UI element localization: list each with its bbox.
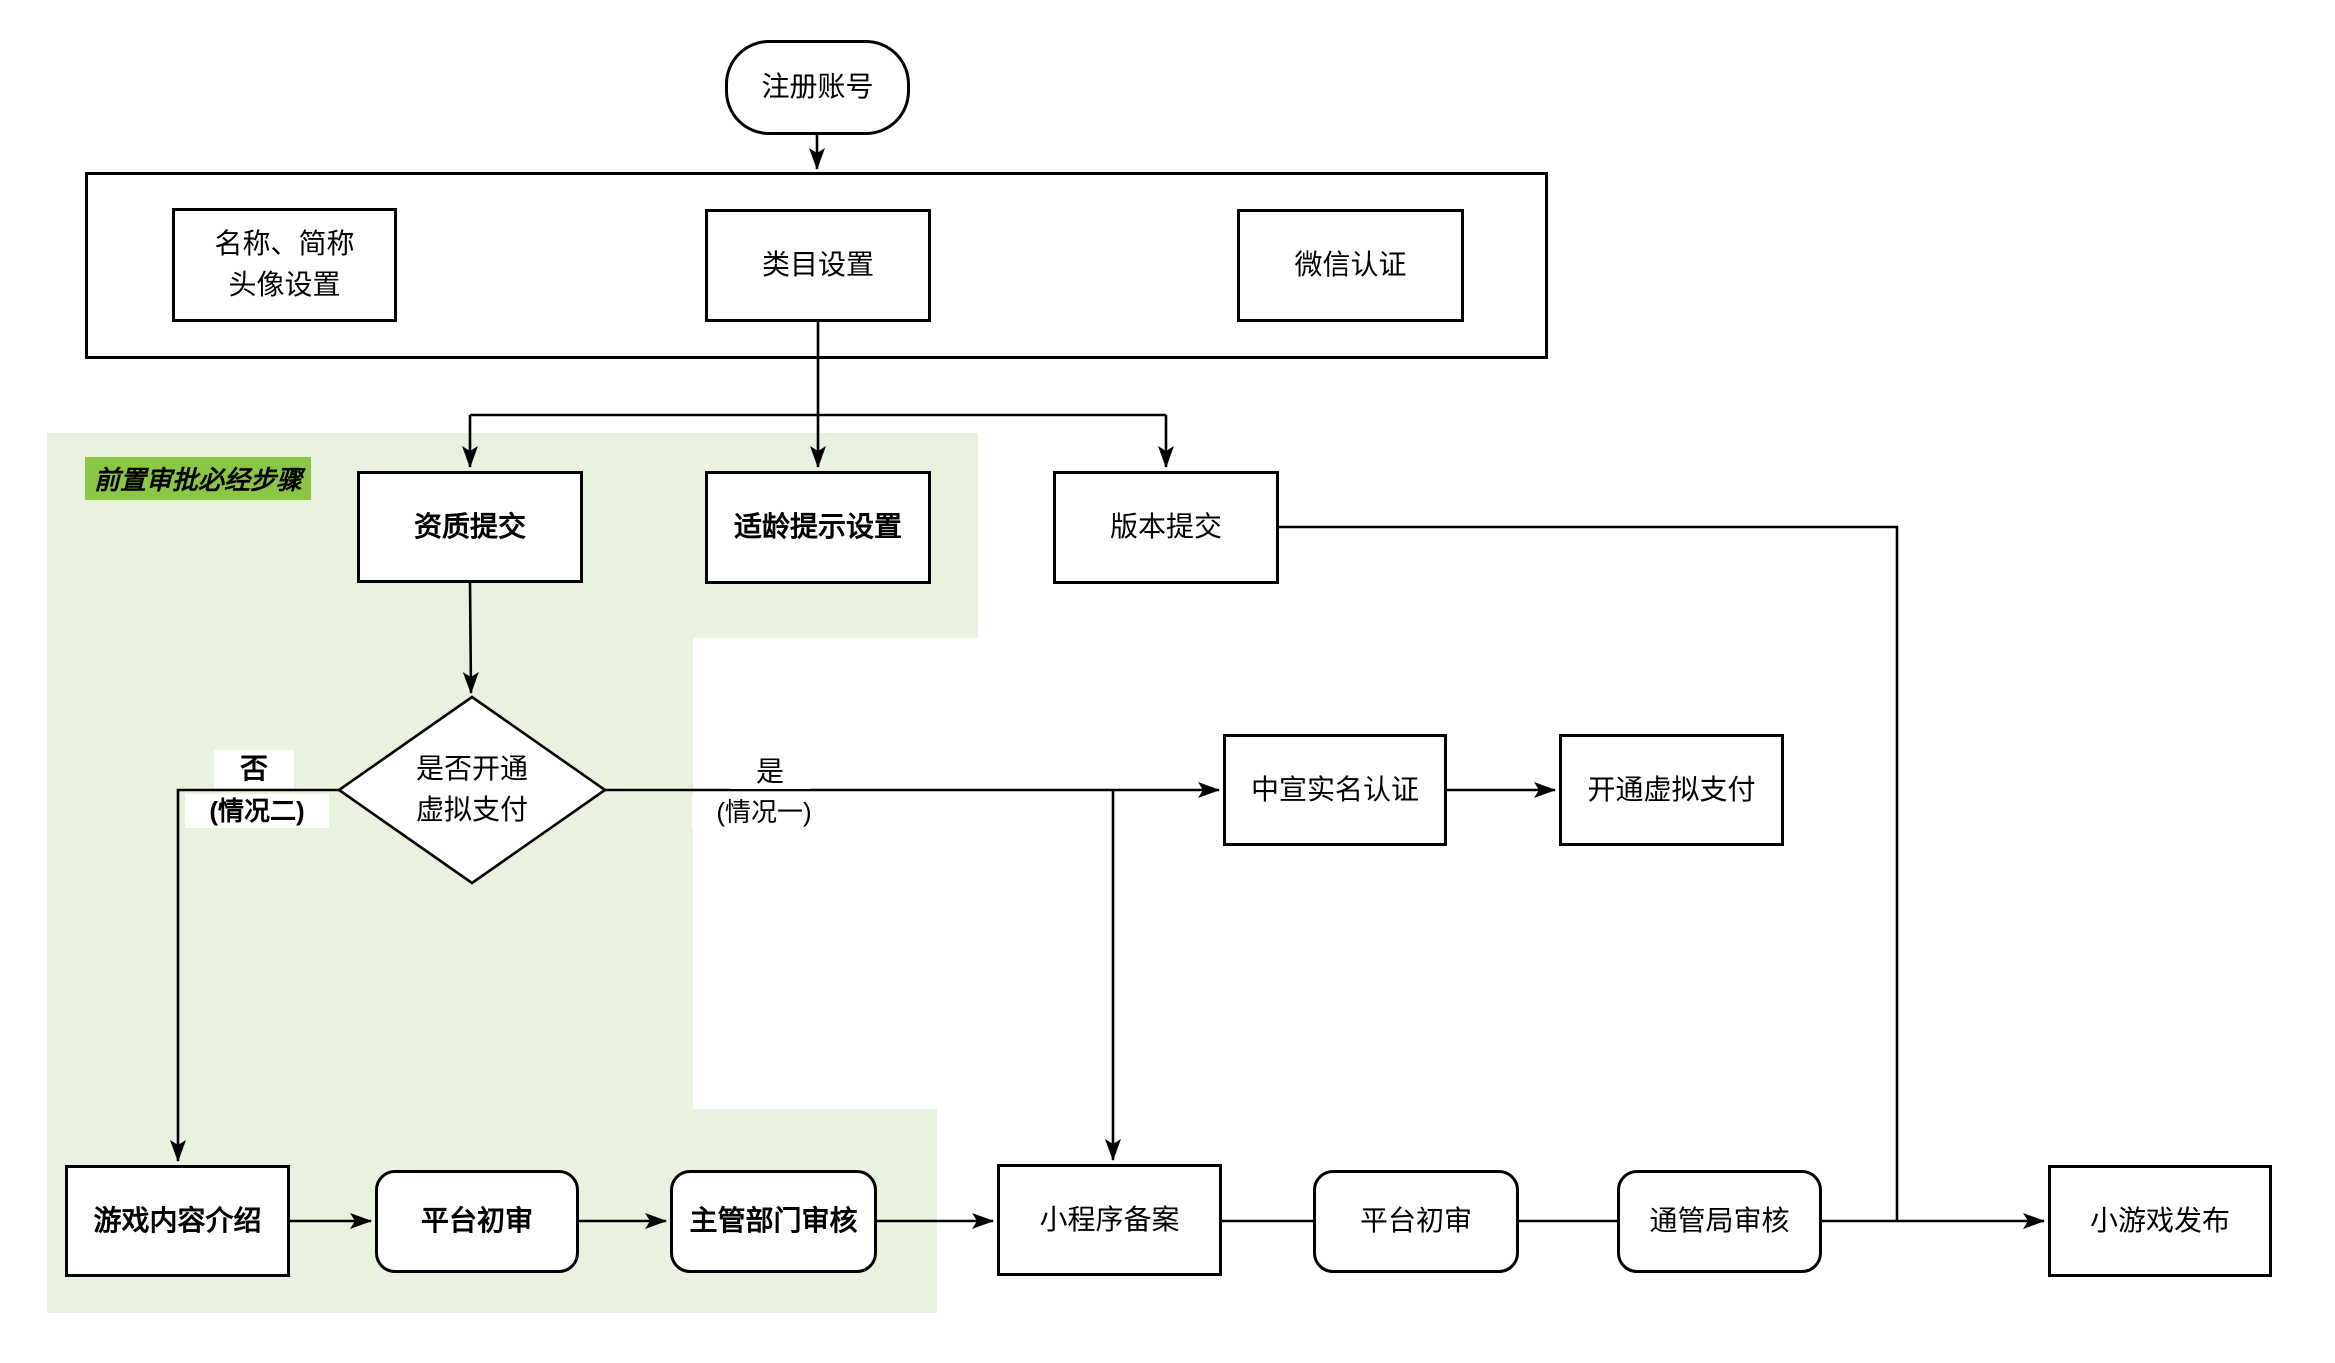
label-yes-case: (情况一): [692, 796, 836, 828]
node-name-avatar-setting: 名称、简称 头像设置: [172, 208, 397, 322]
node-age-rating-setting-label: 适龄提示设置: [733, 511, 902, 543]
node-decision-virtual-payment: 是否开通 虚拟支付: [339, 697, 605, 883]
label-no-text: 否: [239, 752, 268, 784]
node-category-setting-label: 类目设置: [761, 249, 874, 281]
group-account-setup: [85, 172, 1548, 359]
node-platform-review-1: 平台初审: [375, 1170, 579, 1273]
label-no-case: (情况二): [185, 794, 329, 828]
node-game-content-intro: 游戏内容介绍: [65, 1165, 290, 1277]
region-label-pre-approval: 前置审批必经步骤: [85, 457, 312, 500]
node-zhongxuan-real-name-label: 中宣实名认证: [1250, 773, 1419, 805]
decision-label-line1: 是否开通: [415, 753, 528, 785]
node-tongguanju-review: 通管局审核: [1617, 1170, 1822, 1273]
node-tongguanju-review-label: 通管局审核: [1649, 1205, 1790, 1237]
node-mini-program-filing: 小程序备案: [997, 1164, 1222, 1276]
node-mini-game-release-label: 小游戏发布: [2089, 1204, 2230, 1236]
node-qualification-submit-label: 资质提交: [413, 510, 526, 542]
decision-diamond-shape: [336, 695, 608, 885]
node-age-rating-setting: 适龄提示设置: [705, 471, 931, 584]
node-register-account: 注册账号: [725, 40, 910, 135]
label-no: 否: [214, 750, 294, 788]
label-yes: 是: [730, 755, 810, 789]
node-authority-review: 主管部门审核: [670, 1170, 877, 1273]
node-category-setting: 类目设置: [705, 209, 931, 322]
node-version-submit-label: 版本提交: [1109, 511, 1222, 543]
node-name-avatar-line1: 名称、简称: [214, 228, 355, 260]
node-mini-program-filing-label: 小程序备案: [1039, 1203, 1180, 1235]
decision-label-line2: 虚拟支付: [415, 794, 528, 825]
edge-no-branch: [170, 788, 339, 1162]
node-version-submit: 版本提交: [1053, 471, 1279, 584]
node-open-virtual-payment: 开通虚拟支付: [1559, 734, 1784, 846]
node-register-account-label: 注册账号: [761, 71, 874, 103]
node-platform-review-2-label: 平台初审: [1359, 1205, 1472, 1237]
node-qualification-submit: 资质提交: [357, 471, 583, 583]
node-platform-review-2: 平台初审: [1313, 1170, 1519, 1273]
node-wechat-verification-label: 微信认证: [1294, 249, 1407, 281]
pre-approval-region-column: [47, 638, 693, 1109]
label-yes-case-text: (情况一): [716, 796, 812, 827]
node-authority-review-label: 主管部门审核: [689, 1205, 858, 1237]
edge-version-long-line: [1279, 525, 1899, 1221]
label-no-case-text: (情况二): [209, 795, 305, 826]
node-name-avatar-line2: 头像设置: [228, 269, 341, 300]
node-zhongxuan-real-name: 中宣实名认证: [1223, 734, 1447, 846]
node-mini-game-release: 小游戏发布: [2048, 1165, 2272, 1277]
node-open-virtual-payment-label: 开通虚拟支付: [1587, 773, 1756, 805]
node-game-content-intro-label: 游戏内容介绍: [93, 1204, 262, 1236]
node-wechat-verification: 微信认证: [1237, 209, 1464, 322]
edge-qualification-to-decision: [462, 582, 479, 694]
node-platform-review-1-label: 平台初审: [420, 1205, 533, 1237]
label-yes-text: 是: [755, 755, 784, 787]
